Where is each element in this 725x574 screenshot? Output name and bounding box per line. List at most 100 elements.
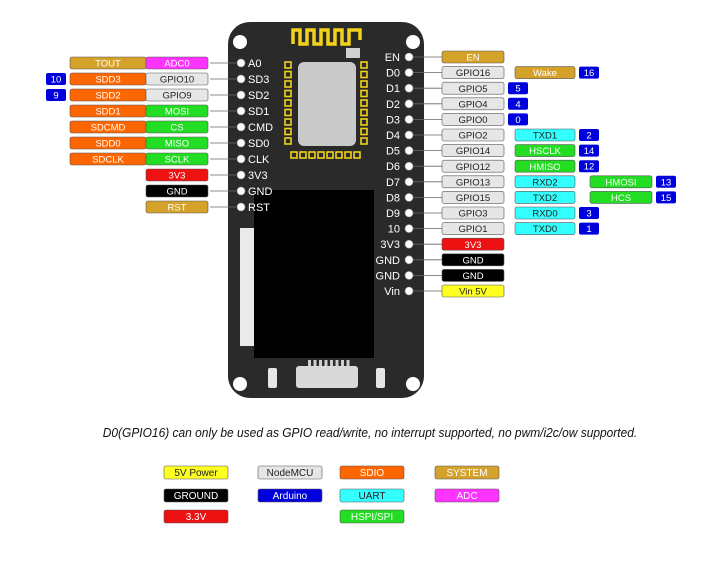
label-hmiso: HMISO <box>514 159 576 173</box>
pin-dot <box>404 99 414 109</box>
label-gpio5: GPIO5 <box>441 81 505 95</box>
left-row-cmd: CMD SDCMD CS <box>69 120 273 134</box>
label-hsclk-text: HSCLK <box>529 146 561 157</box>
label-mosi-text: MOSI <box>165 107 189 118</box>
usb-pin <box>324 360 328 366</box>
label-rst: RST <box>145 200 209 214</box>
arduino-number-10: 10 <box>46 73 66 86</box>
label-sclk: SCLK <box>145 152 209 166</box>
legend-3-3v-text: 3.3V <box>186 512 207 523</box>
label-3v3: 3V3 <box>441 237 505 251</box>
pin-name: SD2 <box>248 90 269 102</box>
arduino-number-12: 12 <box>579 160 599 173</box>
pin-dot <box>404 130 414 140</box>
module-pad <box>360 127 368 136</box>
label-sdcmd-text: SDCMD <box>91 123 126 134</box>
label-hmosi-text: HMOSI <box>605 177 636 188</box>
arduino-number-13-box <box>656 175 676 188</box>
pin-dot <box>404 68 414 77</box>
label-vin-5v: Vin 5V <box>441 284 505 298</box>
arduino-number-4-text: 4 <box>515 99 520 110</box>
module-pad <box>317 151 325 159</box>
arduino-number-2-text: 2 <box>586 131 591 142</box>
pin-name: D5 <box>386 146 400 158</box>
module-pad <box>284 108 292 117</box>
module-pad <box>353 151 361 159</box>
label-gpio16-text: GPIO16 <box>456 68 490 79</box>
legend-sdio: SDIO <box>339 465 405 480</box>
pin-dot <box>404 255 414 265</box>
legend-arduino-box <box>257 488 323 503</box>
label-adc0: ADC0 <box>145 56 209 70</box>
label-gpio2: GPIO2 <box>441 128 505 142</box>
mounting-hole <box>233 377 247 391</box>
arduino-number-9-text: 9 <box>53 91 58 102</box>
label-gpio3-text: GPIO3 <box>458 209 487 220</box>
legend-adc-text: ADC <box>456 491 477 502</box>
label-sdd1-text: SDD1 <box>95 107 120 118</box>
arduino-number-0: 0 <box>508 113 528 126</box>
label-sclk-text: SCLK <box>165 155 190 166</box>
pin-name: SD1 <box>248 106 269 118</box>
label-gnd-text: GND <box>462 271 483 282</box>
label-sdd3-text: SDD3 <box>95 75 120 86</box>
label-3v3-box <box>441 237 505 251</box>
label-gpio5-text: GPIO5 <box>458 84 487 95</box>
label-miso: MISO <box>145 136 209 150</box>
module-chip <box>346 48 360 58</box>
module-pad <box>360 99 368 107</box>
label-hcs-box <box>589 191 653 204</box>
usb-pin <box>319 360 322 366</box>
label-txd1-text: TXD1 <box>533 131 557 142</box>
module-pad <box>360 61 368 69</box>
label-gpio12: GPIO12 <box>441 159 505 173</box>
legend-ground-box <box>163 488 229 503</box>
usb-pin <box>346 360 350 366</box>
label-sclk-box <box>145 152 209 166</box>
legend-adc: ADC <box>434 488 500 503</box>
pin-name: EN <box>385 52 400 64</box>
pin-name: D3 <box>386 114 400 126</box>
legend-5v-power: 5V Power <box>163 465 229 480</box>
label-gpio2-box <box>441 128 505 142</box>
label-3v3-text: 3V3 <box>465 240 482 251</box>
label-gpio15-box <box>441 191 505 204</box>
label-gpio0-text: GPIO0 <box>458 115 487 126</box>
label-gpio2-text: GPIO2 <box>458 131 487 142</box>
mounting-hole <box>233 35 247 49</box>
legend-uart-box <box>339 488 405 503</box>
pin-dot <box>404 161 414 171</box>
label-sdd1: SDD1 <box>69 104 147 118</box>
label-txd2-text: TXD2 <box>533 193 557 204</box>
arduino-number-10-box <box>46 73 66 85</box>
arduino-number-15-box <box>656 191 676 204</box>
pin-dot <box>404 177 414 187</box>
pin-dot <box>404 83 414 93</box>
label-rxd0-box <box>514 206 576 220</box>
label-sdd0-text: SDD0 <box>95 139 120 150</box>
gpio16-note: D0(GPIO16) can only be used as GPIO read… <box>102 425 638 440</box>
label-cs: CS <box>145 120 209 134</box>
label-gpio13-text: GPIO13 <box>456 177 490 188</box>
module-pad <box>284 137 292 145</box>
label-gpio14-text: GPIO14 <box>456 146 490 157</box>
usb-pin <box>308 360 311 366</box>
legend-hspi-spi: HSPI/SPI <box>339 509 405 524</box>
arduino-number-14-box <box>579 144 599 157</box>
module-pad <box>290 151 298 159</box>
label-txd1: TXD1 <box>514 128 576 142</box>
mounting-hole <box>406 377 420 391</box>
pin-name: CMD <box>248 122 273 134</box>
esp-module-shield <box>298 62 356 146</box>
label-txd1-box <box>514 128 576 142</box>
label-3v3-box <box>145 168 209 182</box>
label-gpio4-text: GPIO4 <box>458 99 487 110</box>
label-mosi: MOSI <box>145 104 209 118</box>
